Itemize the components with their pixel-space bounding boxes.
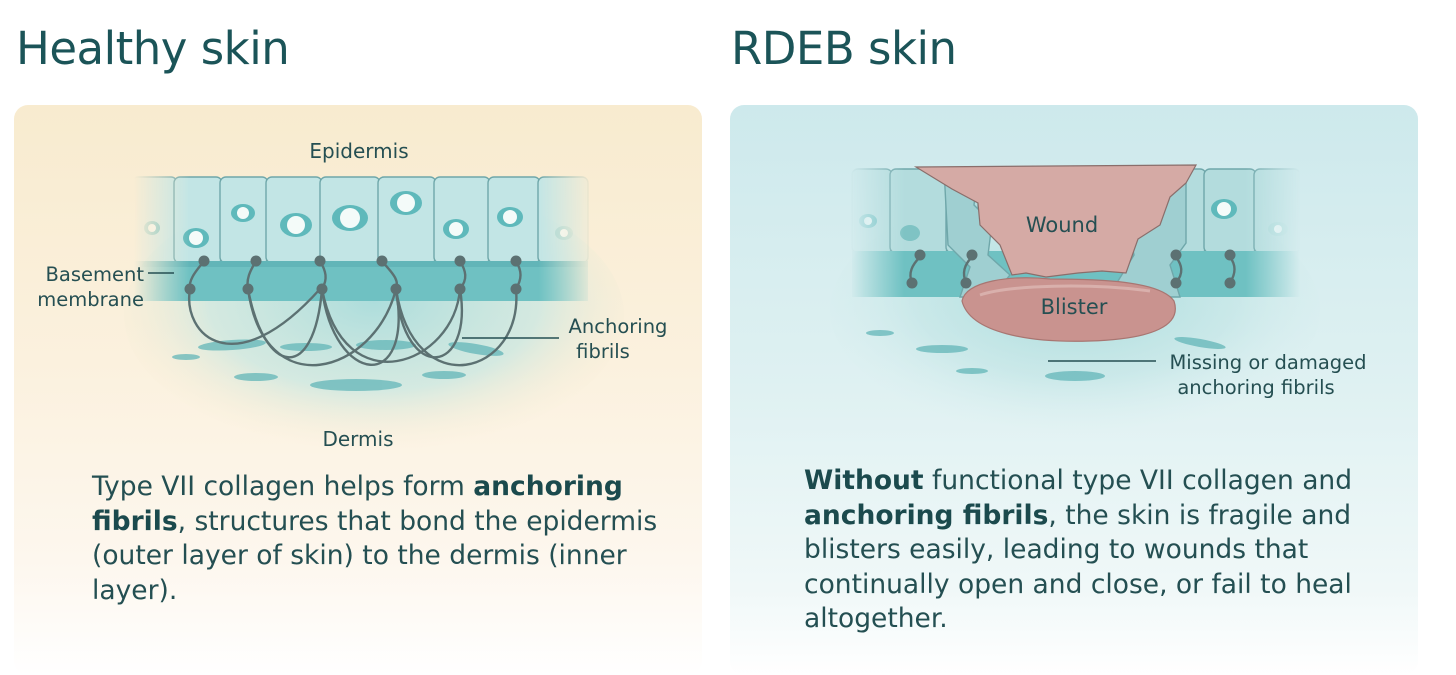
cell-nuclei <box>144 191 573 248</box>
anchoring-fibrils-label-line2: fibrils <box>576 340 630 363</box>
basement-membrane-band <box>132 261 588 301</box>
caption-emphasis: Without <box>804 465 924 496</box>
wound-label: Wound <box>1026 213 1098 237</box>
anchoring-fibrils-label-line1: Anchoring <box>569 315 668 338</box>
caption-text: , the skin is fragile and blisters easil… <box>804 499 1352 635</box>
healthy-skin-title: Healthy skin <box>16 22 290 75</box>
caption-text: Type VII collagen helps form <box>92 471 474 502</box>
missing-fibrils-label-line2: anchoring fibrils <box>1177 376 1334 399</box>
dermis-collagen <box>866 330 1226 381</box>
rdeb-skin-diagram: Wound Blister Missing or damaged anchori… <box>830 164 1367 435</box>
caption-text: functional type VII collagen and <box>923 465 1353 496</box>
fibril-anchor-points <box>906 249 1236 289</box>
wound-area <box>913 164 1198 278</box>
missing-fibrils-label-line1: Missing or damaged <box>1169 351 1366 374</box>
rdeb-skin-title: RDEB skin <box>731 22 957 75</box>
blister-shape <box>961 277 1176 342</box>
dermis-label: Dermis <box>322 427 393 451</box>
dermis-collagen <box>172 339 504 391</box>
basement-membrane-label-line2: membrane <box>37 288 144 311</box>
rdeb-skin-panel: Wound Blister Missing or damaged anchori… <box>730 105 1418 675</box>
fibril-anchor-points <box>184 255 522 295</box>
healthy-skin-panel: Epidermis Basement membrane Anchoring fi… <box>14 105 702 675</box>
blister-label: Blister <box>1041 295 1108 319</box>
healthy-skin-caption: Type VII collagen helps form anchoring f… <box>92 470 672 608</box>
healthy-skin-diagram: Epidermis Basement membrane Anchoring fi… <box>37 139 668 451</box>
rdeb-skin-caption: Without functional type VII collagen and… <box>804 464 1384 637</box>
caption-emphasis: anchoring fibrils <box>804 499 1049 531</box>
epidermis-label: Epidermis <box>309 139 408 163</box>
caption-emphasis: anchoring fibrils <box>92 471 623 537</box>
caption-text: , structures that bond the epidermis (ou… <box>92 505 658 606</box>
basement-membrane-label-line1: Basement <box>46 263 145 286</box>
